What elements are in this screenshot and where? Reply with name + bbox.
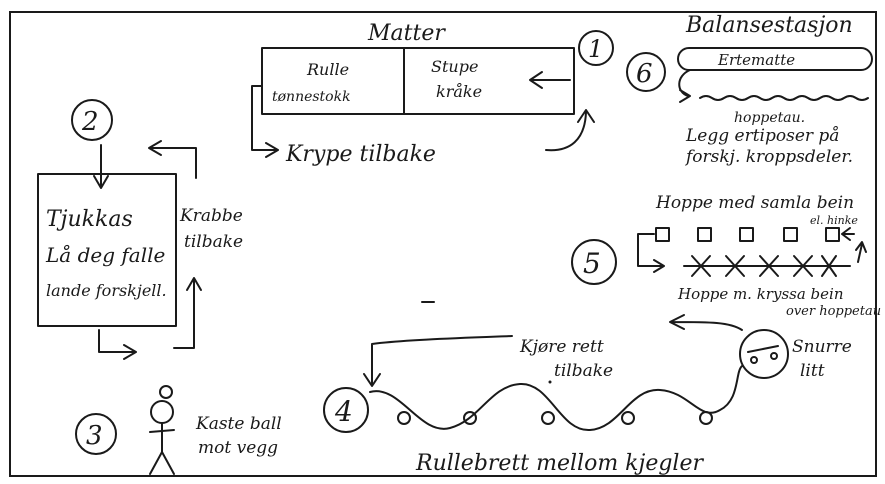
crab-back-label-2: tilbake [184, 232, 243, 252]
station-6-note-1: Legg ertiposer på [685, 126, 839, 146]
hop-together-label: Hoppe med samla bein [655, 193, 854, 213]
ride-back-arrow [364, 336, 512, 386]
pea-mat-label: Ertematte [717, 51, 795, 69]
station-1: Matter Rulle tønnestokk Stupe kråke 1 Kr… [252, 21, 613, 167]
station-2-number: 2 [81, 107, 99, 137]
station-4-number: 4 [334, 395, 353, 428]
hop-square [784, 228, 797, 241]
hop-turn-arrow [638, 234, 664, 272]
jump-rope-line [700, 96, 868, 100]
crab-back-label-1: Krabbe [179, 206, 243, 226]
mat-right-line-1: Stupe [431, 57, 478, 76]
crab-back-arrow [174, 278, 201, 348]
over-rope-label: over hoppetau [786, 304, 881, 319]
station-6-note-2: forskj. kroppsdeler. [684, 147, 853, 167]
station-5: 5 Hoppe med samla bein el. hinke Hoppe m… [572, 193, 881, 319]
hop-crossed-label: Hoppe m. kryssa bein [677, 285, 844, 303]
station-1-title: Matter [367, 21, 446, 46]
station-4: 4 Rullebrett mellom kjegler Kjøre rett t… [324, 315, 852, 476]
station-2-exit-arrow [99, 330, 136, 359]
hop-square [740, 228, 753, 241]
hop-square [656, 228, 669, 241]
spin-label-2: litt [800, 361, 825, 381]
station-1-number: 1 [588, 35, 603, 63]
station-3-number: 3 [86, 421, 103, 451]
ride-back-label-2: tilbake [554, 361, 613, 381]
hop-entry-arrow [842, 228, 854, 240]
mat-right-line-2: kråke [436, 82, 482, 101]
spin-label-1: Snurre [792, 337, 852, 357]
station-3-label-1: Kaste ball [195, 414, 282, 434]
mat-left-line-1: Rulle [306, 60, 349, 79]
crawl-back-label: Krype tilbake [285, 142, 436, 167]
crab-back-top-arrow [149, 141, 196, 178]
skateboard-icon [748, 346, 778, 363]
mat-to-rope-arrow [679, 70, 690, 102]
cone [398, 412, 410, 424]
ride-back-label-1: Kjøre rett [519, 337, 604, 357]
cone [542, 412, 554, 424]
station-1-up-arrow [546, 110, 594, 150]
thick-mat-line-2: Lå deg falle [45, 243, 165, 267]
jump-rope-label: hoppetau. [734, 110, 805, 126]
slalom-label: Rullebrett mellom kjegler [415, 451, 704, 476]
station-6-number: 6 [636, 59, 653, 89]
thick-mat-line-3: lande forskjell. [46, 281, 167, 300]
station-2-entry-arrow [94, 145, 108, 188]
stray-dot [549, 381, 552, 384]
station-3: 3 Kaste ball mot vegg [76, 386, 282, 474]
stick-figure [150, 386, 174, 474]
station-5-number: 5 [583, 247, 601, 280]
hop-turn-up-arrow [856, 242, 866, 262]
cone [700, 412, 712, 424]
skateboard-circle [740, 330, 788, 378]
hop-one-leg-label: el. hinke [810, 214, 858, 227]
hop-square [698, 228, 711, 241]
station-6-title: Balansestasjon [685, 13, 853, 38]
station-1-entry-arrow [530, 72, 570, 88]
station-3-label-2: mot vegg [198, 438, 278, 458]
mat-left-line-2: tønnestokk [272, 89, 351, 105]
thick-mat-line-1: Tjukkas [46, 207, 133, 232]
station-5-to-4-arrow [670, 315, 742, 330]
station-6: Balansestasjon 6 Ertematte hoppetau. Leg… [627, 13, 872, 167]
hop-square [826, 228, 839, 241]
cone [622, 412, 634, 424]
station-2: 2 Tjukkas Lå deg falle lande forskjell. … [38, 100, 243, 359]
